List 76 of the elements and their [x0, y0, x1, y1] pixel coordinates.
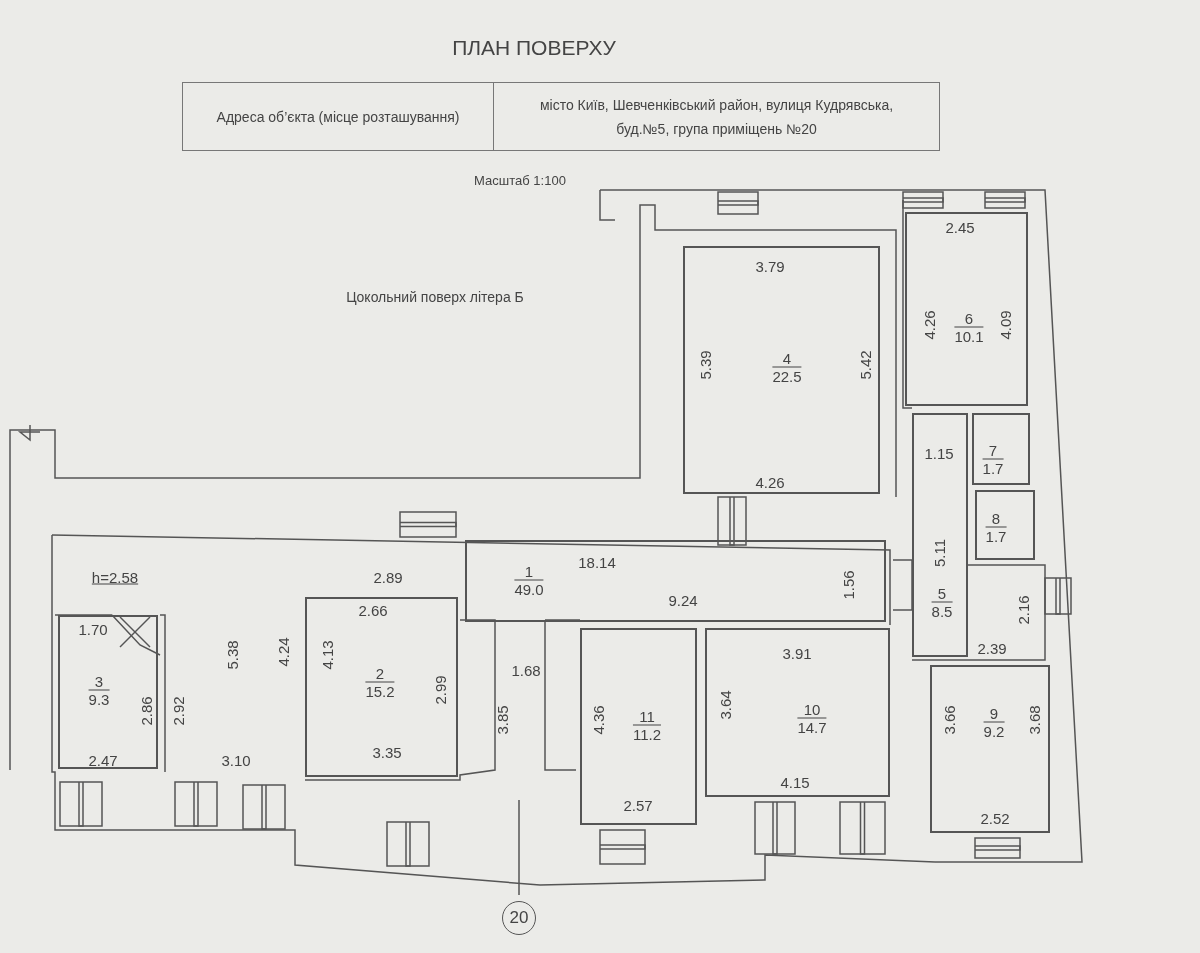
- room-number: 7: [982, 441, 1004, 460]
- dimension-text: 3.79: [755, 257, 785, 275]
- room-area: 9.2: [983, 722, 1005, 740]
- callout-number: 20: [502, 901, 536, 935]
- dimension-text: 2.99: [431, 675, 449, 705]
- room-number: 11: [632, 707, 662, 726]
- dimension-text: 1.15: [924, 444, 954, 462]
- scale-note: Масштаб 1:100: [474, 172, 566, 188]
- room-outline: [705, 628, 890, 797]
- dimension-text: 3.64: [716, 690, 734, 720]
- dimension-text: 5.42: [856, 350, 874, 380]
- plan-title: ПЛАН ПОВЕРХУ: [451, 36, 617, 60]
- room-outline: [58, 615, 158, 769]
- room-outline: [912, 413, 968, 657]
- dimension-text: 3.10: [221, 751, 251, 769]
- room-number: 6: [954, 309, 984, 328]
- dimension-text: 1.70: [78, 620, 108, 638]
- room-number: 1: [514, 562, 544, 581]
- dimension-text: 2.45: [945, 218, 975, 236]
- dimension-text: 4.26: [755, 473, 785, 491]
- dimension-text: 4.09: [996, 310, 1014, 340]
- dimension-text: 9.24: [668, 591, 698, 609]
- room-number: 9: [983, 704, 1005, 723]
- room-outline: [683, 246, 880, 494]
- dimension-text: 4.24: [274, 637, 292, 667]
- room-outline: [905, 212, 1028, 406]
- room-area: 8.5: [931, 602, 953, 620]
- room-number: 3: [88, 672, 110, 691]
- dimension-text: 2.66: [358, 601, 388, 619]
- dimension-text: 3.68: [1025, 705, 1043, 735]
- room-number: 4: [772, 349, 802, 368]
- dimension-text: 18.14: [578, 553, 616, 571]
- dimension-text: 1.56: [839, 570, 857, 600]
- room-area: 1.7: [982, 459, 1004, 477]
- table-header-cell: Адреса об’єкта (місце розташування): [182, 82, 494, 151]
- dimension-text: 2.89: [373, 568, 403, 586]
- room-number: 8: [985, 509, 1007, 528]
- room-area: 22.5: [772, 367, 802, 385]
- dimension-text: 2.39: [977, 639, 1007, 657]
- room-outline: [305, 597, 458, 777]
- dimension-text: 1.68: [511, 661, 541, 679]
- room-area: 1.7: [985, 527, 1007, 545]
- dimension-text: 3.35: [372, 743, 402, 761]
- dimension-text: 3.66: [940, 705, 958, 735]
- room-outline: [465, 540, 886, 622]
- room-area: 11.2: [632, 725, 662, 743]
- dimension-text: 5.39: [696, 350, 714, 380]
- room-area: 14.7: [797, 718, 827, 736]
- room-area: 9.3: [88, 690, 110, 708]
- dimension-text: 4.26: [920, 310, 938, 340]
- room-outline: [930, 665, 1050, 833]
- dimension-text: 2.92: [169, 696, 187, 726]
- dimension-text: 3.85: [493, 705, 511, 735]
- dimension-text: 5.11: [930, 538, 948, 568]
- room-number: 2: [365, 664, 395, 683]
- dimension-text: 4.13: [318, 640, 336, 670]
- floor-note: Цокольний поверх літера Б: [346, 289, 524, 305]
- room-outline: [972, 413, 1030, 485]
- height-note: h=2.58: [91, 568, 139, 586]
- room-outline: [580, 628, 697, 825]
- dimension-text: 2.86: [137, 696, 155, 726]
- dimension-text: 5.38: [223, 640, 241, 670]
- dimension-text: 2.52: [980, 809, 1010, 827]
- dimension-text: 4.15: [780, 773, 810, 791]
- room-area: 10.1: [954, 327, 984, 345]
- room-area: 49.0: [514, 580, 544, 598]
- room-number: 5: [931, 584, 953, 603]
- table-cell: місто Київ, Шевченківський район, вулиця Кудрявська, буд.№5, група приміщень №20: [493, 82, 940, 151]
- room-area: 15.2: [365, 682, 395, 700]
- dimension-text: 2.57: [623, 796, 653, 814]
- dimension-text: 4.36: [589, 705, 607, 735]
- dimension-text: 3.91: [782, 644, 812, 662]
- room-number: 10: [797, 700, 827, 719]
- room-outline: [975, 490, 1035, 560]
- dimension-text: 2.16: [1014, 595, 1032, 625]
- dimension-text: 2.47: [88, 751, 118, 769]
